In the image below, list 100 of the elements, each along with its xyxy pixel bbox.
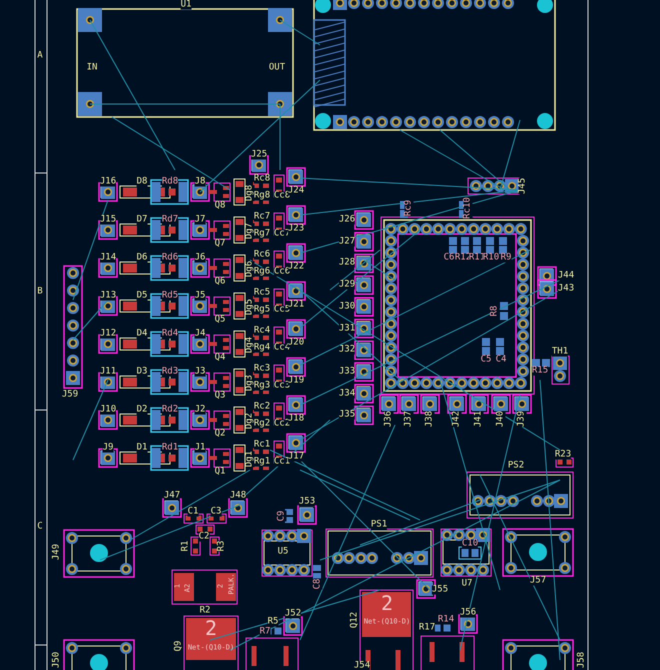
reference-designator: Q8 <box>214 202 226 210</box>
reference-designator: Rc4 <box>254 326 270 336</box>
reference-designator: C2 <box>198 532 210 542</box>
reference-designator: D5 <box>136 292 148 300</box>
reference-designator: J2 <box>194 406 206 414</box>
reference-designator: C5 <box>480 356 492 364</box>
reference-designator: J23 <box>288 224 304 234</box>
reference-designator: Rc3 <box>254 364 270 374</box>
reference-designator: J26 <box>338 216 356 224</box>
reference-designator: Q7 <box>214 240 226 248</box>
reference-designator: J58 <box>578 652 586 668</box>
reference-designator: J4 <box>194 330 206 338</box>
reference-designator: U1 <box>180 0 192 10</box>
reference-designator: J8 <box>194 178 206 186</box>
reference-designator: Rc6 <box>254 250 270 260</box>
reference-designator: J52 <box>284 610 302 618</box>
reference-designator: Rd5 <box>162 292 178 300</box>
reference-designator: J28 <box>338 258 356 268</box>
reference-designator: Rg4 <box>254 344 270 352</box>
reference-designator: R17 <box>418 624 436 632</box>
reference-designator: D7 <box>136 216 148 224</box>
reference-designator: J55 <box>432 586 448 594</box>
reference-designator: J7 <box>194 216 206 224</box>
reference-designator: J13 <box>100 292 116 300</box>
reference-designator: Rg3 <box>254 382 270 390</box>
reference-designator: Cc1 <box>274 458 290 466</box>
reference-designator: J6 <box>194 254 206 262</box>
reference-designator: J5 <box>194 292 206 300</box>
reference-designator: J33 <box>338 367 356 376</box>
reference-designator: C6 <box>444 254 454 262</box>
reference-designator: Rc2 <box>254 402 270 412</box>
reference-designator: IN <box>86 64 98 72</box>
reference-designator: J15 <box>100 216 116 224</box>
reference-designator: Q6 <box>214 278 226 286</box>
reference-designator: J59 <box>62 390 78 400</box>
reference-designator: D1 <box>136 444 148 452</box>
reference-designator: J12 <box>100 330 116 338</box>
reference-designator: R10 <box>482 254 500 262</box>
reference-designator: J36 <box>384 410 394 428</box>
reference-designator: R8 <box>490 306 500 316</box>
reference-designator: J9 <box>102 444 114 452</box>
reference-designator: J40 <box>496 410 506 428</box>
reference-designator: R14 <box>438 616 454 624</box>
reference-designator: PS2 <box>508 462 524 470</box>
reference-designator: Rd2 <box>162 406 178 414</box>
reference-designator: Rc9 <box>404 200 414 216</box>
reference-designator: Rc7 <box>254 212 270 222</box>
reference-designator: J11 <box>100 368 116 376</box>
reference-designator: J48 <box>230 492 246 500</box>
reference-designator: Q2 <box>214 430 226 438</box>
reference-designator: Q1 <box>214 468 226 476</box>
reference-designator: C9 <box>278 510 286 522</box>
reference-designator: Rc10 <box>464 197 472 219</box>
reference-designator: J24 <box>288 186 304 196</box>
reference-designator: Q12 <box>350 612 360 628</box>
reference-designator: R3 <box>218 540 226 552</box>
reference-designator: Rg1 <box>254 458 270 466</box>
reference-designator: J27 <box>338 237 356 246</box>
reference-designator: R15 <box>532 366 548 376</box>
reference-designator: J50 <box>52 652 62 668</box>
reference-designator: J47 <box>164 492 180 500</box>
reference-designator: C1 <box>188 508 198 516</box>
reference-designator: A <box>37 52 43 60</box>
reference-designator: J29 <box>338 280 356 290</box>
reference-designator: D8 <box>136 178 148 186</box>
reference-designator: J57 <box>530 576 546 586</box>
reference-designator: R2 <box>200 606 210 616</box>
reference-designator: J30 <box>338 302 356 312</box>
reference-designator: Rd4 <box>162 330 178 338</box>
reference-designator: J32 <box>338 346 356 355</box>
reference-designator: Rc1 <box>254 440 270 450</box>
reference-designator: R9 <box>500 254 512 262</box>
reference-designator: J1 <box>194 444 206 452</box>
reference-designator: J49 <box>52 544 62 560</box>
reference-designator: J53 <box>298 498 316 506</box>
reference-designator: J20 <box>288 338 304 348</box>
reference-designator: J25 <box>250 150 268 160</box>
reference-designator: J43 <box>558 284 574 294</box>
reference-designator: J34 <box>338 389 356 398</box>
reference-designator: J54 <box>354 662 370 670</box>
reference-designator: OUT <box>268 64 286 72</box>
reference-designator: J17 <box>288 452 304 462</box>
reference-designator: Q9 <box>174 640 184 652</box>
reference-designator: Rd1 <box>162 444 178 452</box>
reference-designator: C4 <box>496 356 506 364</box>
reference-designator: C3 <box>210 508 222 516</box>
reference-designator: J44 <box>558 272 574 280</box>
reference-designator: Rd6 <box>162 254 178 262</box>
reference-designator: C10 <box>462 540 478 548</box>
reference-designator: J18 <box>288 414 304 424</box>
reference-designator: J42 <box>452 410 462 428</box>
reference-designator: PS1 <box>370 520 388 530</box>
reference-designator: J14 <box>100 254 116 262</box>
reference-designator: J16 <box>100 178 116 186</box>
reference-designator: J22 <box>288 262 304 272</box>
reference-designator: C8 <box>314 578 322 590</box>
reference-designator: J35 <box>338 410 356 420</box>
reference-designator: J41 <box>474 410 484 428</box>
reference-designator: Rg8 <box>254 192 270 200</box>
reference-designator: R5 <box>268 618 278 626</box>
